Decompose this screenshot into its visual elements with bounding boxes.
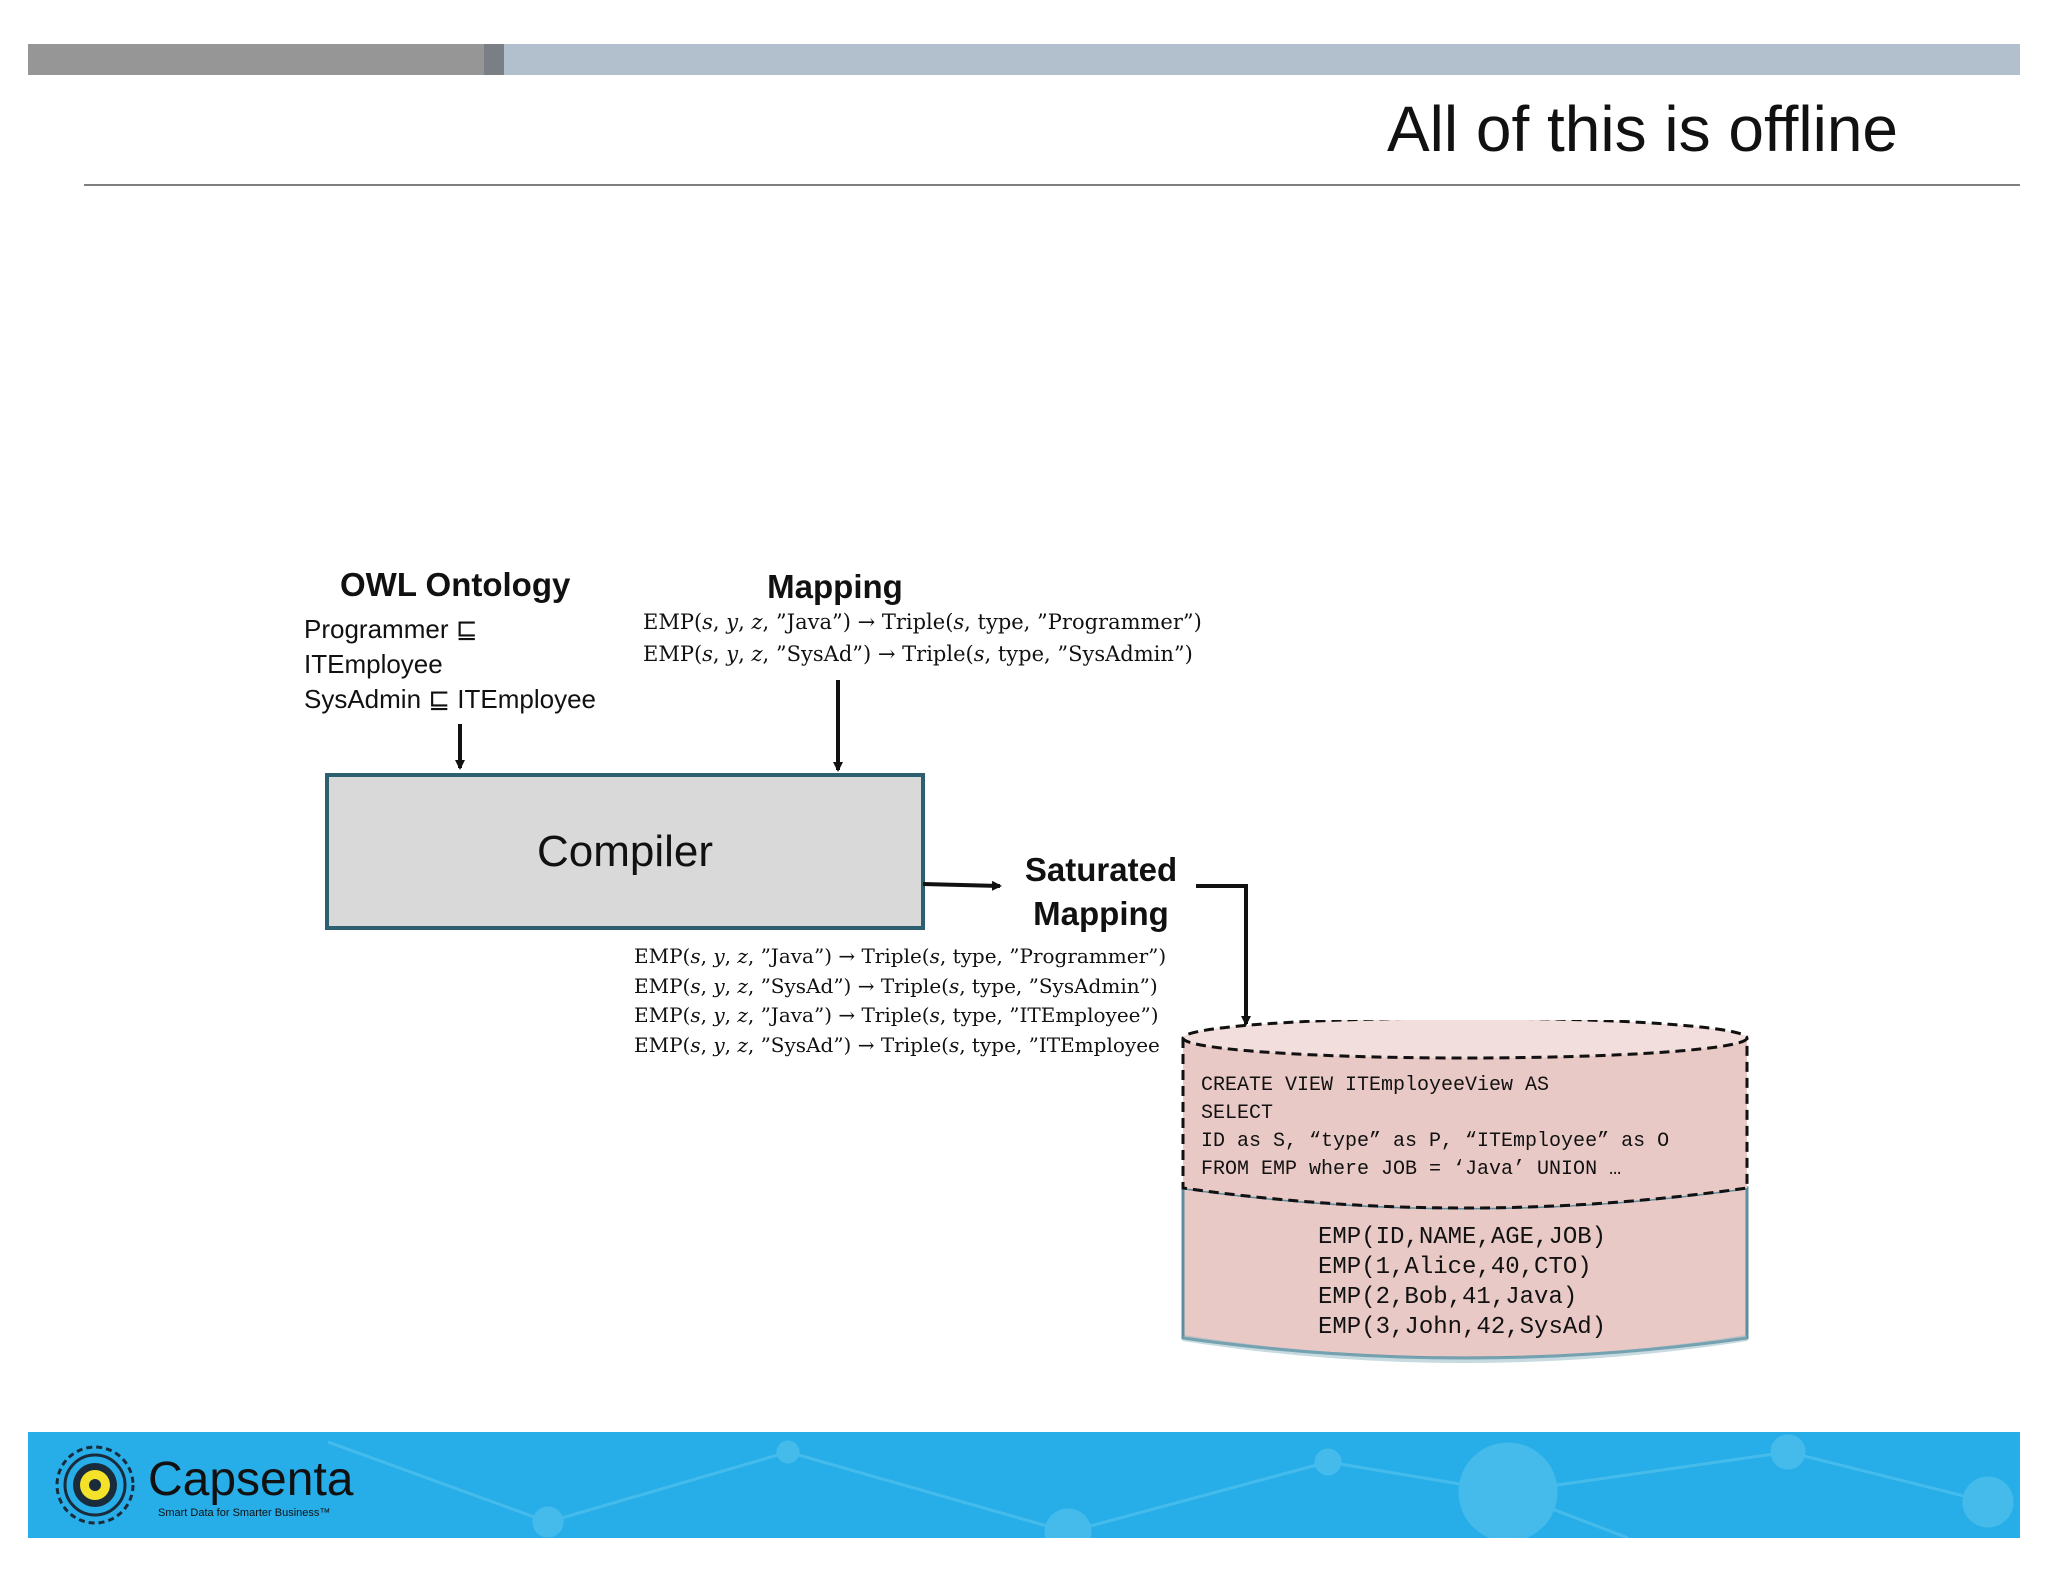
compiler-box: Compiler	[325, 773, 925, 930]
top-bar-accent	[484, 44, 504, 75]
compiler-label: Compiler	[536, 826, 714, 876]
mapping-rules: EMP(𝑠, 𝑦, 𝑧, ”Java”) → Triple(𝑠, type, ”…	[643, 606, 1202, 670]
table-row: EMP(ID,NAME,AGE,JOB)	[1318, 1224, 1607, 1251]
top-bar-light	[504, 44, 2020, 75]
sql-line: FROM EMP where JOB = ‘Java’ UNION …	[1201, 1158, 1622, 1181]
ontology-line: Programmer ⊑	[304, 614, 478, 644]
sql-line: SELECT	[1201, 1102, 1274, 1125]
capsenta-logo-icon	[55, 1445, 135, 1525]
cylinder-top	[1181, 1020, 1749, 1060]
saturated-rule: EMP(𝑠, 𝑦, 𝑧, ”SysAd”) → Triple(𝑠, type, …	[634, 1032, 1160, 1057]
ontology-line: SysAdmin ⊑ ITEmployee	[304, 684, 596, 714]
mapping-heading: Mapping	[767, 568, 903, 605]
ontology-line: ITEmployee	[304, 649, 443, 679]
saturated-rules: EMP(𝑠, 𝑦, 𝑧, ”Java”) → Triple(𝑠, type, ”…	[634, 942, 1166, 1060]
brand-name: Capsenta	[148, 1453, 354, 1506]
view-section	[1181, 1038, 1749, 1210]
title-divider	[84, 184, 2020, 186]
top-bar-dark	[28, 44, 484, 75]
network-background	[327, 1434, 2014, 1538]
ontology-heading: OWL Ontology	[340, 566, 571, 603]
table-row: EMP(1,Alice,40,CTO)	[1318, 1254, 1592, 1281]
saturated-heading: Saturated Mapping	[1008, 848, 1194, 936]
mapping-rule: EMP(𝑠, 𝑦, 𝑧, ”SysAd”) → Triple(𝑠, type, …	[643, 642, 1193, 666]
table-rows: EMP(ID,NAME,AGE,JOB) EMP(1,Alice,40,CTO) E…	[1318, 1223, 1606, 1343]
mapping-rule: EMP(𝑠, 𝑦, 𝑧, ”Java”) → Triple(𝑠, type, ”…	[643, 610, 1202, 634]
database-cylinder	[1181, 1020, 1749, 1363]
sql-line: CREATE VIEW ITEmployeeView AS	[1201, 1074, 1550, 1097]
saturated-heading-line: Saturated	[1024, 851, 1178, 888]
compiler-to-saturated-arrow	[922, 880, 1002, 891]
saturated-rule: EMP(𝑠, 𝑦, 𝑧, ”SysAd”) → Triple(𝑠, type, …	[634, 973, 1158, 998]
saturated-heading-line: Mapping	[1033, 895, 1169, 932]
footer-banner	[28, 1432, 2020, 1538]
brand-tagline: Smart Data for Smarter Business™	[158, 1507, 331, 1519]
sql-line: ID as S, “type” as P, “ITEmployee” as O	[1201, 1130, 1670, 1153]
saturated-rule: EMP(𝑠, 𝑦, 𝑧, ”Java”) → Triple(𝑠, type, ”…	[634, 1003, 1159, 1027]
table-row: EMP(3,John,42,SysAd)	[1318, 1314, 1607, 1341]
saturated-to-database-arrow	[1196, 884, 1251, 1026]
saturated-rule: EMP(𝑠, 𝑦, 𝑧, ”Java”) → Triple(𝑠, type, ”…	[634, 944, 1167, 968]
view-sql: CREATE VIEW ITEmployeeView AS SELECT ID as…	[1201, 1072, 1669, 1184]
slide-title: All of this is offline	[1386, 93, 1898, 165]
table-row: EMP(2,Bob,41,Java)	[1318, 1284, 1578, 1311]
